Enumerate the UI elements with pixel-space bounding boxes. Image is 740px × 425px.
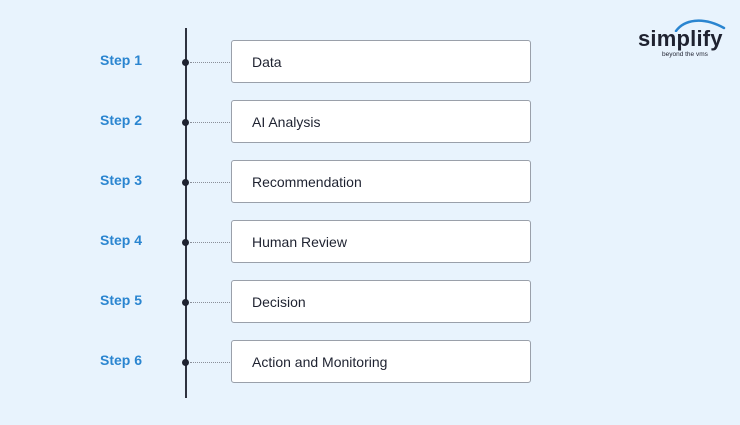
step-title: Decision: [252, 294, 306, 310]
dotted-connector: [190, 122, 232, 123]
step-label: Step 2: [100, 112, 143, 128]
step-label: Step 3: [100, 172, 143, 188]
timeline-dot: [182, 179, 189, 186]
step-row: Step 2 AI Analysis: [0, 100, 740, 145]
timeline-dot: [182, 239, 189, 246]
dotted-connector: [190, 362, 232, 363]
step-row: Step 5 Decision: [0, 280, 740, 325]
dotted-connector: [190, 182, 232, 183]
step-box: Action and Monitoring: [231, 340, 531, 383]
logo-wordmark: simplify: [638, 26, 723, 51]
step-row: Step 4 Human Review: [0, 220, 740, 265]
step-row: Step 6 Action and Monitoring: [0, 340, 740, 385]
timeline-dot: [182, 59, 189, 66]
timeline-dot: [182, 299, 189, 306]
timeline-line: [185, 28, 187, 398]
timeline-dot: [182, 119, 189, 126]
step-box: AI Analysis: [231, 100, 531, 143]
step-title: Recommendation: [252, 174, 362, 190]
step-label: Step 6: [100, 352, 143, 368]
step-label: Step 5: [100, 292, 143, 308]
step-box: Data: [231, 40, 531, 83]
dotted-connector: [190, 302, 232, 303]
timeline-dot: [182, 359, 189, 366]
logo: simplify beyond the vms: [636, 18, 726, 62]
step-title: Action and Monitoring: [252, 354, 388, 370]
step-title: AI Analysis: [252, 114, 321, 130]
dotted-connector: [190, 242, 232, 243]
step-label: Step 4: [100, 232, 143, 248]
step-box: Recommendation: [231, 160, 531, 203]
step-title: Data: [252, 54, 282, 70]
step-title: Human Review: [252, 234, 347, 250]
step-box: Decision: [231, 280, 531, 323]
step-box: Human Review: [231, 220, 531, 263]
step-row: Step 3 Recommendation: [0, 160, 740, 205]
step-row: Step 1 Data: [0, 40, 740, 85]
step-label: Step 1: [100, 52, 143, 68]
dotted-connector: [190, 62, 232, 63]
logo-tagline: beyond the vms: [662, 51, 708, 58]
cloud-arc-icon: [674, 19, 726, 32]
